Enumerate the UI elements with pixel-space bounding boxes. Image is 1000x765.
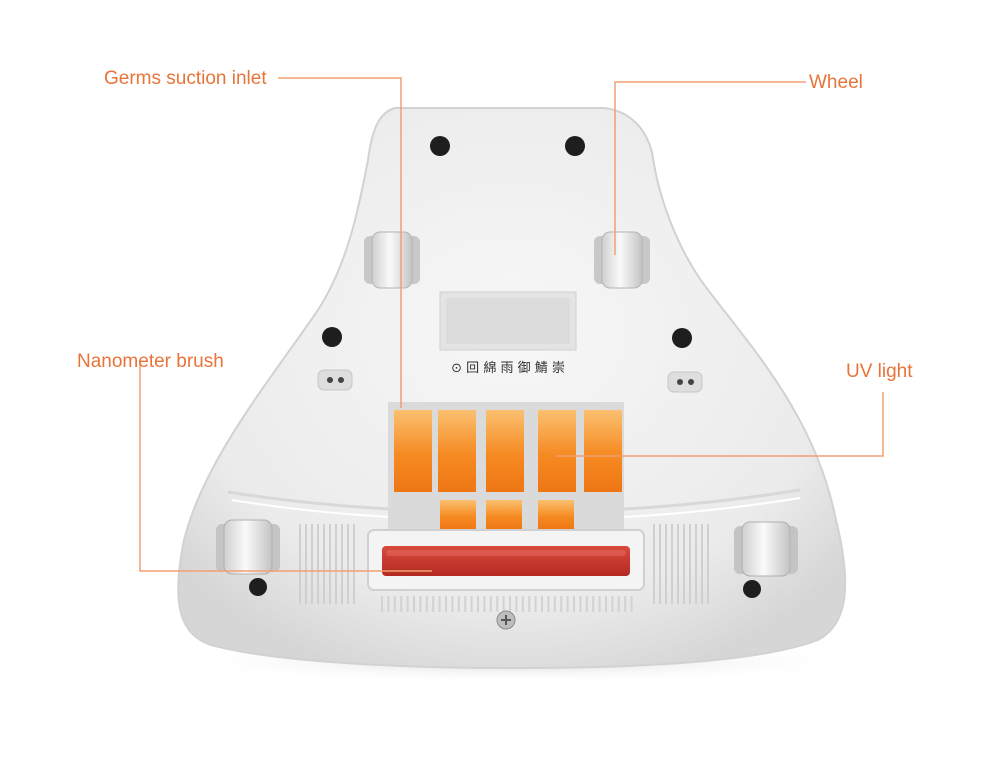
side-slot-left (317, 369, 353, 391)
leader-line-nano (139, 360, 432, 572)
uv-cell (486, 410, 524, 492)
leader-line-wheel (614, 81, 806, 255)
screw-hole (430, 136, 450, 156)
screw-hole (672, 328, 692, 348)
uv-cell (440, 500, 476, 530)
sticker-text: ⊙ 回 綿 雨 御 鯖 崇 (451, 361, 565, 376)
leader-line-germs (278, 77, 402, 408)
uv-cell (538, 410, 576, 492)
nanometer-brush (367, 529, 645, 591)
label-uv-light: UV light (846, 361, 913, 382)
screw-hole (322, 327, 342, 347)
uv-window (394, 410, 622, 530)
uv-cell (538, 500, 574, 530)
screw-hole (743, 580, 761, 598)
wheel-lower-left (216, 519, 280, 575)
screw-hole (565, 136, 585, 156)
screw-hole (249, 578, 267, 596)
uv-cell (438, 410, 476, 492)
leader-lines (139, 77, 884, 572)
label-wheel: Wheel (809, 72, 863, 93)
label-nanometer-brush: Nanometer brush (77, 351, 224, 372)
leader-line-uv (556, 392, 884, 457)
uv-cell (584, 410, 622, 492)
wheel-upper-left (364, 231, 420, 289)
center-screw (496, 610, 516, 630)
uv-cell (394, 410, 432, 492)
uv-cell (486, 500, 522, 530)
label-germs-suction-inlet: Germs suction inlet (104, 68, 267, 89)
wheel-lower-right (734, 521, 798, 577)
sticker: ⊙ 回 綿 雨 御 鯖 崇 (439, 291, 577, 376)
side-slot-right (667, 371, 703, 393)
wheel-upper-right (594, 231, 650, 289)
vent-grilles (299, 524, 709, 612)
